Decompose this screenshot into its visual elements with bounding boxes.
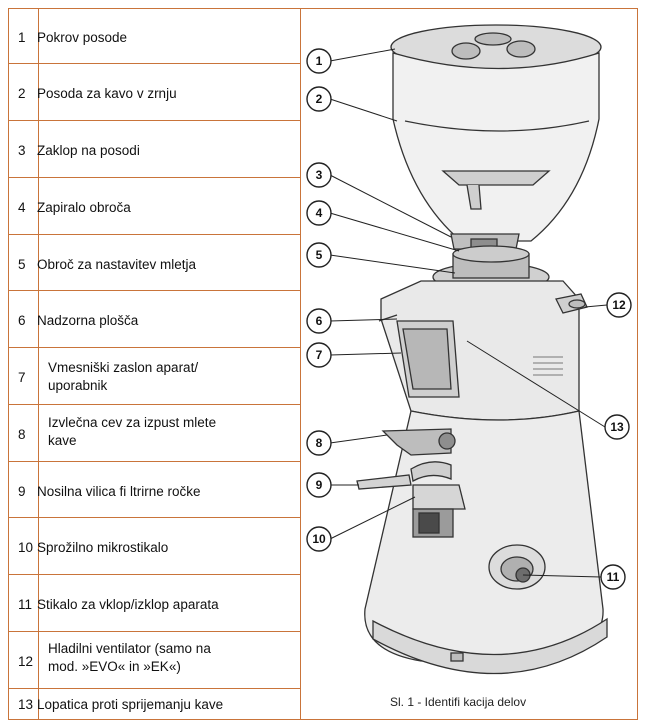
legend-number: 10: [18, 540, 34, 555]
callout-10: 10: [312, 532, 326, 546]
legend-row-3: 3 Zaklop na posodi: [8, 121, 300, 178]
legend-text: Zapiralo obroča: [37, 200, 131, 215]
legend-number: 13: [18, 697, 34, 712]
legend-text-line1: Hladilni ventilator (samo na: [48, 641, 211, 656]
legend-number: 2: [18, 86, 26, 101]
legend-text-line1: Vmesniški zaslon aparat/: [48, 360, 199, 375]
callout-13: 13: [610, 420, 624, 434]
column-divider: [38, 8, 39, 720]
legend-row-12: 12 Hladilni ventilator (samo na mod. »EV…: [8, 632, 300, 689]
callout-8: 8: [316, 436, 323, 450]
callout-7: 7: [316, 348, 323, 362]
legend-row-7: 7 Vmesniški zaslon aparat/ uporabnik: [8, 348, 300, 405]
callout-9: 9: [316, 478, 323, 492]
legend-number: 7: [18, 370, 26, 385]
callout-11: 11: [607, 570, 620, 584]
callout-5: 5: [316, 248, 323, 262]
legend-row-5: 5 Obroč za nastavitev mletja: [8, 235, 300, 291]
legend-text: Posoda za kavo v zrnju: [37, 86, 177, 101]
callout-12: 12: [612, 298, 626, 312]
legend-number: 1: [18, 30, 26, 45]
legend-text-line2: kave: [48, 433, 77, 448]
callout-1: 1: [316, 54, 323, 68]
legend-number: 5: [18, 257, 26, 272]
legend-text: Pokrov posode: [37, 30, 128, 45]
figure-caption: Sl. 1 - Identifi kacija delov: [390, 695, 527, 709]
legend-number: 3: [18, 143, 26, 158]
legend-number: 12: [18, 654, 34, 669]
legend-text-line2: mod. »EVO« in »EK«): [48, 659, 181, 674]
table-right-border: [300, 8, 301, 720]
legend-row-2: 2 Posoda za kavo v zrnju: [8, 64, 300, 121]
legend-text: Nosilna vilica fi ltrirne ročke: [37, 484, 201, 499]
legend-text: Stikalo za vklop/izklop aparata: [37, 597, 219, 612]
callout-3: 3: [316, 168, 323, 182]
callout-4: 4: [316, 206, 323, 220]
legend-number: 8: [18, 427, 26, 442]
legend-text: Nadzorna plošča: [37, 313, 139, 328]
legend-number: 9: [18, 484, 26, 499]
legend-number: 11: [18, 597, 33, 612]
legend-text: Zaklop na posodi: [37, 143, 140, 158]
legend-row-13: 13 Lopatica proti sprijemanju kave: [8, 689, 300, 720]
legend-row-6: 6 Nadzorna plošča: [8, 291, 300, 348]
legend-text: Obroč za nastavitev mletja: [37, 257, 197, 272]
parts-legend-table: 1 Pokrov posode 2 Posoda za kavo v zrnju…: [8, 8, 301, 720]
legend-row-8: 8 Izvlečna cev za izpust mlete kave: [8, 405, 300, 462]
legend-row-4: 4 Zapiralo obroča: [8, 178, 300, 235]
legend-number: 6: [18, 313, 26, 328]
legend-number: 4: [18, 200, 26, 215]
grinder-illustration: [356, 24, 608, 675]
legend-text: Sprožilno mikrostikalo: [37, 540, 169, 555]
legend-text-line2: uporabnik: [48, 378, 108, 393]
legend-row-1: 1 Pokrov posode: [8, 8, 300, 64]
callout-6: 6: [316, 314, 323, 328]
callout-markers: [306, 48, 632, 590]
legend-text: Lopatica proti sprijemanju kave: [37, 697, 224, 712]
legend-row-9: 9 Nosilna vilica fi ltrirne ročke: [8, 462, 300, 518]
legend-row-10: 10 Sprožilno mikrostikalo: [8, 518, 300, 575]
legend-text-line1: Izvlečna cev za izpust mlete: [48, 415, 217, 430]
grinder-diagram: 1 2 3 4 5 6 7 8 9 10 11 12 13: [306, 24, 632, 675]
callout-2: 2: [316, 92, 323, 106]
page-frame: [8, 8, 638, 720]
leader-lines: [329, 48, 608, 578]
legend-row-11: 11 Stikalo za vklop/izklop aparata: [8, 575, 300, 632]
